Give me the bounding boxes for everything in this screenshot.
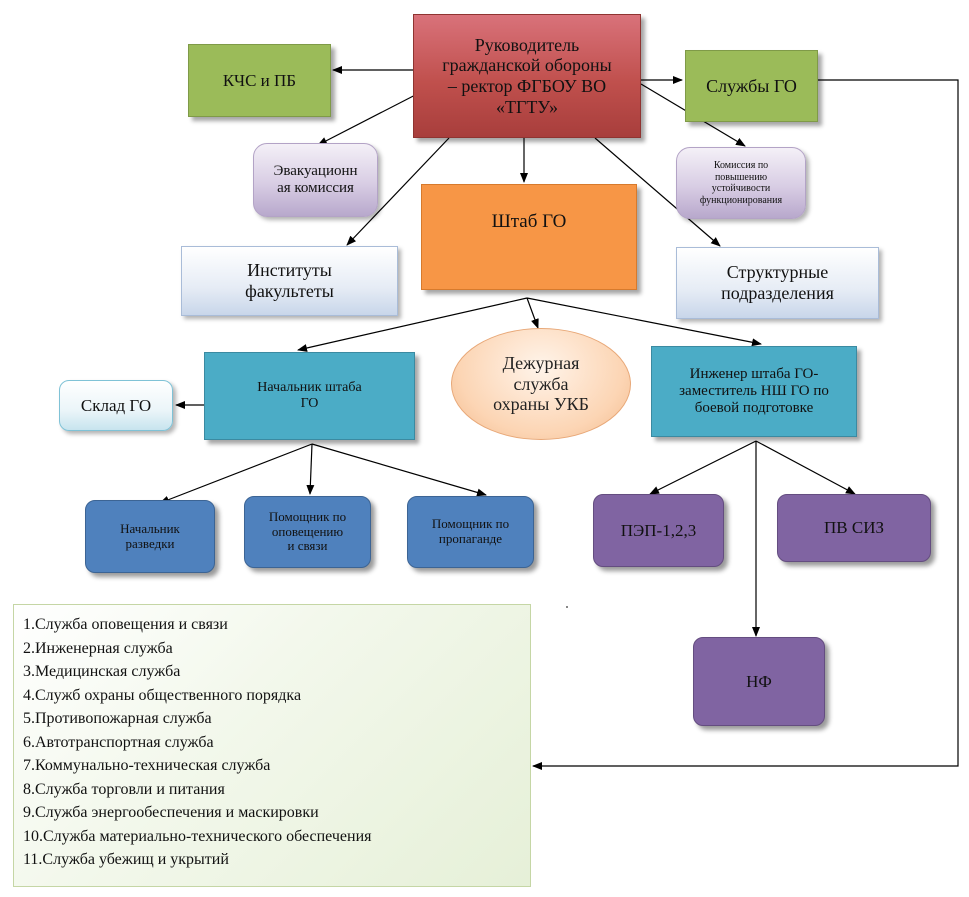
list-item: 11.Служба убежищ и укрытий	[23, 851, 229, 868]
warehouse-box: Склад ГО	[59, 380, 173, 431]
nf-label: НФ	[746, 671, 772, 691]
kchs-pb-box: КЧС и ПБ	[188, 44, 331, 117]
notification-label: Помощник по оповещению и связи	[268, 508, 347, 554]
list-item: 4.Служб охраны общественного порядка	[23, 686, 302, 704]
warehouse-label: Склад ГО	[80, 395, 152, 415]
list-item: 2.Инженерная служба	[23, 639, 173, 657]
propaganda-label: Помощник по пропаганде	[431, 516, 510, 546]
nf-box: НФ	[693, 637, 825, 726]
evacuation-commission-box: Эвакуационн ая комиссия	[253, 143, 378, 217]
services-label: Службы ГО	[706, 75, 797, 96]
arrow-nachalnik-to-propaganda	[311, 443, 487, 497]
structural-units-box: Структурные подразделения	[676, 247, 879, 319]
stability-label: Комиссия по повышению устойчивости функц…	[699, 160, 783, 206]
list-item: 5.Противопожарная служба	[23, 710, 212, 727]
arrow-shtab-to-nachalnik	[297, 297, 528, 352]
engineer-box: Инженер штаба ГО- заместитель НШ ГО по б…	[651, 346, 857, 437]
hq-box: Штаб ГО	[421, 184, 637, 290]
pep-box: ПЭП-1,2,3	[593, 494, 724, 567]
chief-of-staff-box: Начальник штаба ГО	[204, 352, 415, 440]
arrow-head-to-evak	[317, 89, 426, 146]
arrow-shtab-to-dezhurnaya	[526, 297, 539, 329]
arrow-head-to-struktur	[594, 137, 721, 247]
list-item: 7.Коммунально-техническая служба	[23, 757, 271, 774]
arrow-nachalnik-to-razvedka	[159, 443, 313, 504]
civil-defense-services-box: Службы ГО	[685, 50, 818, 122]
arrow-inzhener-to-pvsiz	[755, 440, 856, 495]
institutes-label: Институты факультеты	[245, 260, 334, 301]
head-civil-defense-box: Руководитель гражданской обороны – ректо…	[413, 14, 641, 138]
recon-label: Начальник разведки	[120, 520, 180, 551]
list-item: 9.Служба энергообеспечения и маскировки	[23, 804, 319, 821]
hq-label: Штаб ГО	[491, 211, 567, 232]
recon-chief-box: Начальник разведки	[85, 500, 215, 573]
arrow-inzhener-to-pep	[649, 440, 757, 495]
pv-siz-box: ПВ СИЗ	[777, 494, 931, 562]
kchs-label: КЧС и ПБ	[222, 70, 297, 90]
list-item: 8.Служба торговли и питания	[23, 780, 225, 798]
notification-assistant-box: Помощник по оповещению и связи	[244, 496, 371, 568]
engineer-label: Инженер штаба ГО- заместитель НШ ГО по б…	[679, 365, 829, 417]
duty-label: Дежурная служба охраны УКБ	[493, 352, 589, 415]
pep-label: ПЭП-1,2,3	[620, 520, 697, 540]
services-list-box: 1.Служба оповещения и связи 2.Инженерная…	[13, 604, 531, 887]
institutes-box: Институты факультеты	[181, 246, 398, 316]
list-item: 10.Служба материально-технического обесп…	[23, 827, 372, 845]
head-label: Руководитель гражданской обороны – ректо…	[442, 34, 612, 117]
stability-commission-box: Комиссия по повышению устойчивости функц…	[676, 147, 806, 219]
list-item: 6.Автотранспортная служба	[23, 733, 214, 751]
pv-siz-label: ПВ СИЗ	[824, 518, 884, 538]
duty-service-ellipse: Дежурная служба охраны УКБ	[451, 328, 631, 440]
arrow-shtab-to-inzhener	[526, 297, 762, 347]
structural-label: Структурные подразделения	[721, 262, 834, 303]
stray-dot	[566, 606, 568, 608]
list-item: 3.Медицинская служба	[23, 663, 181, 680]
arrow-head-to-instituty	[346, 137, 450, 246]
arrow-nachalnik-to-opoveshenie	[306, 443, 315, 495]
arrow-sluzhby-to-list	[532, 79, 959, 770]
propaganda-assistant-box: Помощник по пропаганде	[407, 496, 534, 568]
chief-label: Начальник штаба ГО	[257, 379, 362, 411]
list-item: 1.Служба оповещения и связи	[23, 616, 228, 633]
evacuation-label: Эвакуационн ая комиссия	[273, 162, 358, 196]
